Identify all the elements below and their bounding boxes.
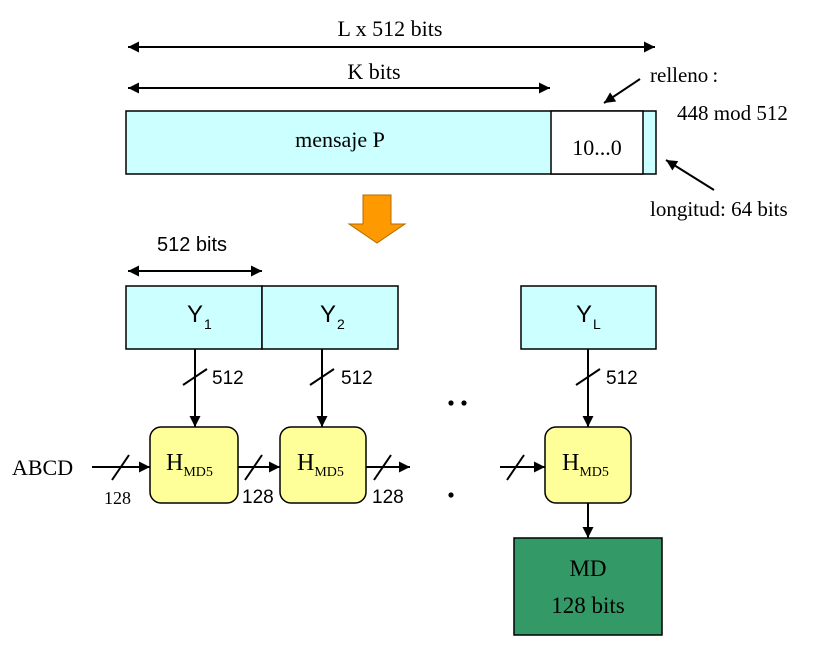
h-md5-label-1: HMD5 bbox=[166, 450, 213, 480]
chain-slash-2 bbox=[373, 454, 392, 481]
chain-128-a: 128 bbox=[104, 488, 131, 508]
message-label: mensaje P bbox=[295, 127, 385, 152]
input-512-a: 512 bbox=[212, 368, 244, 389]
chain-128-c: 128 bbox=[372, 487, 404, 508]
length-field-pointer-arrow bbox=[665, 159, 715, 191]
ellipsis-dot bbox=[448, 492, 454, 498]
h-md5-label-3: HMD5 bbox=[562, 450, 609, 480]
block-y1-label: Y1 bbox=[187, 301, 212, 332]
block-yl-label: YL bbox=[576, 301, 601, 332]
abcd-slash bbox=[111, 454, 130, 481]
input-slash-1 bbox=[182, 368, 208, 386]
total-length-label: L x 512 bits bbox=[338, 16, 443, 41]
input-512-c: 512 bbox=[606, 368, 638, 389]
ellipsis-dot bbox=[448, 400, 454, 406]
down-arrow-icon bbox=[347, 194, 407, 244]
h-md5-label-2: HMD5 bbox=[297, 450, 344, 480]
chain-slash-3 bbox=[506, 454, 525, 481]
input-slash-3 bbox=[575, 368, 601, 386]
padding-block bbox=[550, 110, 644, 175]
input-slash-2 bbox=[309, 368, 335, 386]
padding-value: 10...0 bbox=[572, 135, 622, 160]
h-md5-box-1 bbox=[149, 426, 239, 504]
md-output-box bbox=[513, 537, 663, 636]
length-field-label: longitud: 64 bits bbox=[650, 197, 788, 221]
chain-slash-1 bbox=[244, 454, 263, 481]
block-y2 bbox=[261, 285, 399, 350]
abcd-label: ABCD bbox=[12, 455, 73, 480]
md-size-label: 128 bits bbox=[551, 593, 625, 618]
relleno-value: 448 mod 512 bbox=[677, 101, 788, 125]
chain-128-b: 128 bbox=[242, 487, 274, 508]
block-yl bbox=[520, 285, 657, 350]
block-width-label: 512 bits bbox=[157, 234, 227, 256]
ellipsis-dot bbox=[461, 400, 467, 406]
block-y1 bbox=[125, 285, 263, 350]
k-bits-label: K bits bbox=[347, 59, 400, 84]
block-y2-label: Y2 bbox=[320, 301, 345, 332]
md-label: MD bbox=[569, 556, 606, 581]
relleno-label: relleno: bbox=[650, 63, 718, 87]
h-md5-box-2 bbox=[279, 426, 367, 504]
input-512-b: 512 bbox=[341, 368, 373, 389]
relleno-pointer-arrow bbox=[603, 78, 641, 104]
